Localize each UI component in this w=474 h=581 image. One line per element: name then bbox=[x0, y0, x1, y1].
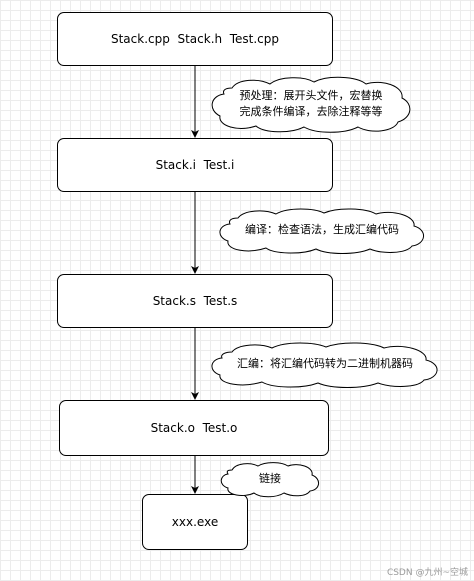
cloud-link-note: 链接 bbox=[218, 462, 322, 498]
cloud-preprocess-text: 预处理：展开头文件，宏替换 完成条件编译，去除注释等等 bbox=[239, 89, 383, 118]
cloud-compile-note: 编译：检查语法，生成汇编代码 bbox=[216, 208, 428, 254]
cloud-link-text: 链接 bbox=[259, 472, 281, 485]
cloud-shape bbox=[220, 462, 319, 498]
cloud-assemble-note: 汇编：将汇编代码转为二进制机器码 bbox=[208, 342, 442, 388]
box-object-files[interactable]: Stack.o Test.o bbox=[59, 400, 329, 456]
watermark-text: CSDN @九州~空城 bbox=[386, 568, 468, 578]
cloud-assemble-text: 汇编：将汇编代码转为二进制机器码 bbox=[237, 357, 413, 370]
cloud-preprocess-note: 预处理：展开头文件，宏替换 完成条件编译，去除注释等等 bbox=[208, 76, 414, 133]
cloud-shape bbox=[211, 76, 411, 133]
box-executable-file[interactable]: xxx.exe bbox=[142, 494, 248, 550]
box-assembly-files[interactable]: Stack.s Test.s bbox=[57, 274, 333, 328]
box-source-files[interactable]: Stack.cpp Stack.h Test.cpp bbox=[57, 12, 333, 66]
cloud-shape bbox=[211, 342, 438, 388]
cloud-compile-text: 编译：检查语法，生成汇编代码 bbox=[245, 223, 399, 236]
box-preprocessed-files[interactable]: Stack.i Test.i bbox=[57, 138, 333, 192]
cloud-shape bbox=[219, 208, 424, 254]
